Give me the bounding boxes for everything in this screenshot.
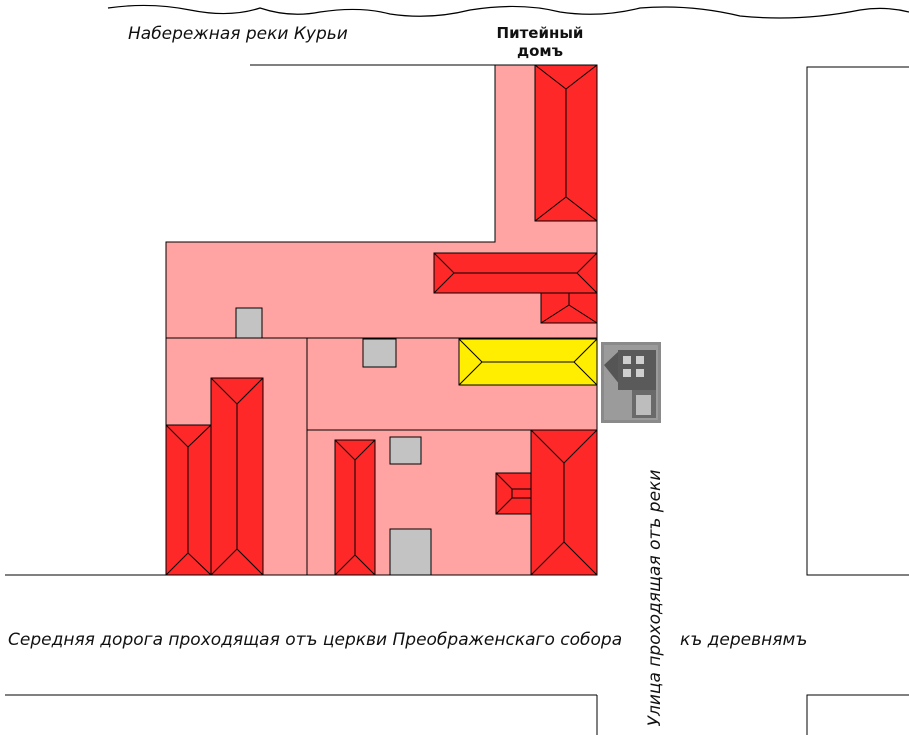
embankment-label: Набережная реки Курьи xyxy=(128,24,348,44)
yellow-building xyxy=(458,338,598,386)
drinking-house-label-line2: домъ xyxy=(517,42,563,60)
drinking-house-building xyxy=(534,64,598,222)
building-thumbnail-icon xyxy=(601,342,661,423)
outbuilding-4 xyxy=(389,528,432,576)
river-bank-line xyxy=(107,4,909,19)
right-block-outline xyxy=(806,66,909,576)
small-annex-building xyxy=(540,292,598,324)
center-bottom-building xyxy=(334,439,376,576)
outbuilding-3 xyxy=(389,436,422,465)
middle-road-label: Середняя дорога проходящая отъ церкви Пр… xyxy=(8,630,623,650)
red-buildings xyxy=(165,64,598,576)
outbuilding-1 xyxy=(235,307,263,339)
horizontal-building xyxy=(433,252,598,294)
outbuildings xyxy=(235,307,432,576)
outbuilding-2 xyxy=(362,338,397,368)
to-villages-label: къ деревнямъ xyxy=(680,630,808,650)
right-bottom-building xyxy=(530,429,598,576)
drinking-house-label-line1: Питейный xyxy=(496,24,584,42)
bottom-right-block-outline xyxy=(806,694,909,735)
drinking-house-label: Питейный домъ xyxy=(490,24,590,60)
bottom-left-building xyxy=(165,424,212,576)
side-street-label: Улица проходящая отъ реки xyxy=(645,469,665,727)
tall-left-building xyxy=(210,377,264,576)
porch-building xyxy=(495,472,532,515)
